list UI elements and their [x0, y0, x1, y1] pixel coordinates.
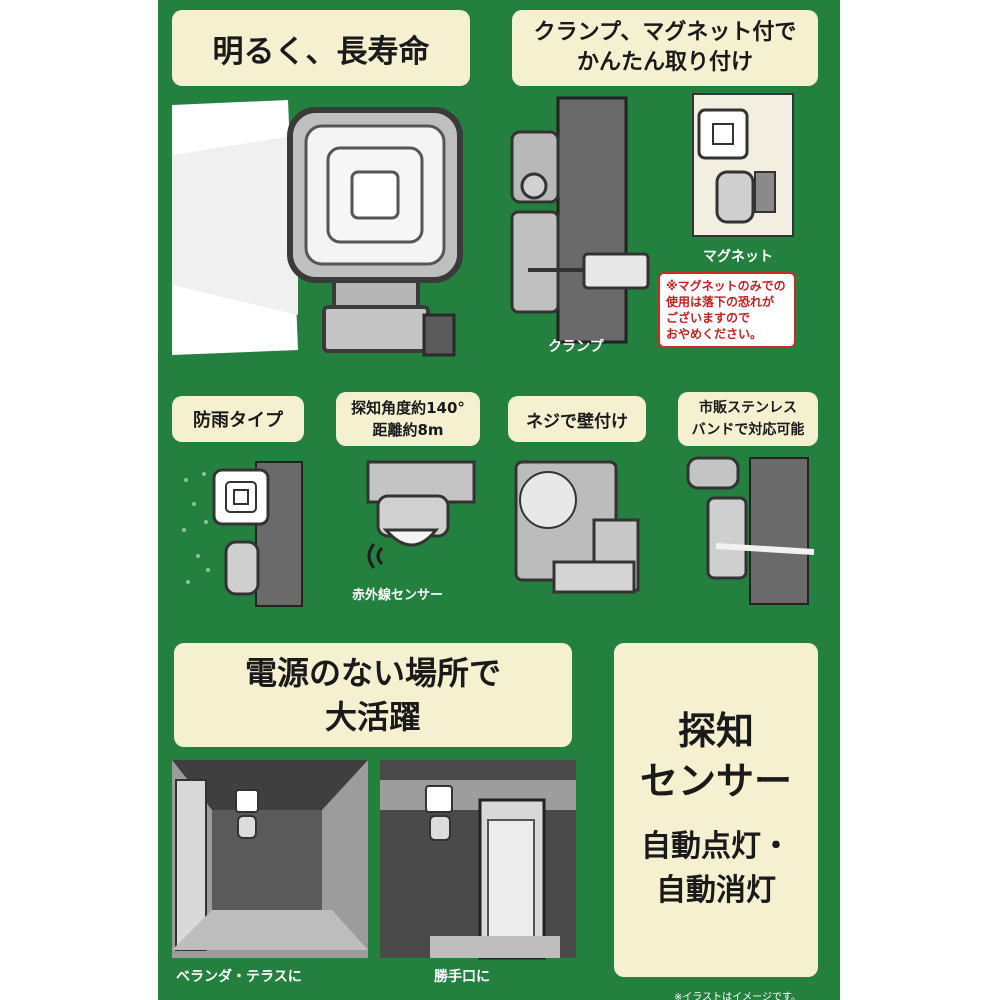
- magnet-mount-illustration: [692, 93, 794, 237]
- detect-line3: 自動点灯・: [641, 829, 791, 864]
- backdoor-scene: [380, 760, 576, 960]
- feature-rainproof: 防雨タイプ: [172, 396, 304, 442]
- product-panel: 明るく、長寿命 クランプ、マグネット付で かんたん取り付け クランプ: [158, 0, 840, 1000]
- feature-screw-text: ネジで壁付け: [526, 411, 628, 432]
- feature-sensor-range: 探知角度約140° 距離約8m: [336, 392, 480, 446]
- rainproof-illustration: [182, 461, 303, 607]
- headline-easy-mount: クランプ、マグネット付で かんたん取り付け: [512, 10, 818, 86]
- feature-rainproof-text: 防雨タイプ: [193, 410, 283, 431]
- magnet-label: マグネット: [703, 249, 773, 265]
- detect-line4: 自動消灯: [656, 873, 776, 908]
- headline-bright-long-life: 明るく、長寿命: [172, 10, 470, 86]
- headline-no-power: 電源のない場所で 大活躍: [174, 643, 572, 747]
- clamp-label: クランプ: [548, 339, 604, 355]
- sensor-illustration: [366, 460, 476, 569]
- clamp-mount-illustration: [510, 96, 650, 344]
- veranda-caption: ベランダ・テラスに: [176, 969, 302, 985]
- warning-line2: 使用は落下の恐れが: [666, 295, 775, 309]
- no-power-line1: 電源のない場所で: [244, 654, 501, 692]
- feature-band-mount: 市販ステンレス バンドで対応可能: [678, 392, 818, 446]
- sensor-range-line1: 探知角度約140°: [351, 399, 465, 417]
- headline-mount-line1: クランプ、マグネット付で: [533, 20, 797, 45]
- band-mount-line2: バンドで対応可能: [691, 422, 805, 438]
- detect-line2: センサー: [639, 759, 792, 803]
- illustration-footnote: ※イラストはイメージです。: [674, 992, 801, 1000]
- feature-screw-mount: ネジで壁付け: [508, 396, 646, 442]
- headline-mount-line2: かんたん取り付け: [576, 50, 753, 75]
- screw-mount-illustration: [514, 460, 640, 594]
- infrared-wave-icon: [367, 543, 384, 569]
- band-mount-illustration: [686, 456, 815, 605]
- sensor-range-line2: 距離約8m: [372, 421, 444, 439]
- detect-line1: 探知: [677, 709, 754, 753]
- headline-bright-text: 明るく、長寿命: [212, 33, 430, 70]
- led-light-icon: [287, 107, 463, 283]
- led-light-illustration: [172, 100, 463, 357]
- warning-line1: ※マグネットのみでの: [666, 279, 786, 293]
- warning-line3: ございますので: [666, 311, 751, 325]
- backdoor-caption: 勝手口に: [434, 969, 490, 985]
- no-power-line2: 大活躍: [324, 698, 421, 736]
- headline-detection-sensor: 探知 センサー 自動点灯・ 自動消灯: [614, 643, 818, 977]
- veranda-scene: [172, 760, 368, 958]
- infrared-sensor-label: 赤外線センサー: [352, 588, 444, 603]
- band-mount-line1: 市販ステンレス: [699, 400, 797, 416]
- magnet-warning-note: ※マグネットのみでの 使用は落下の恐れが ございますので おやめください。: [658, 272, 796, 348]
- warning-line4: おやめください。: [666, 327, 763, 341]
